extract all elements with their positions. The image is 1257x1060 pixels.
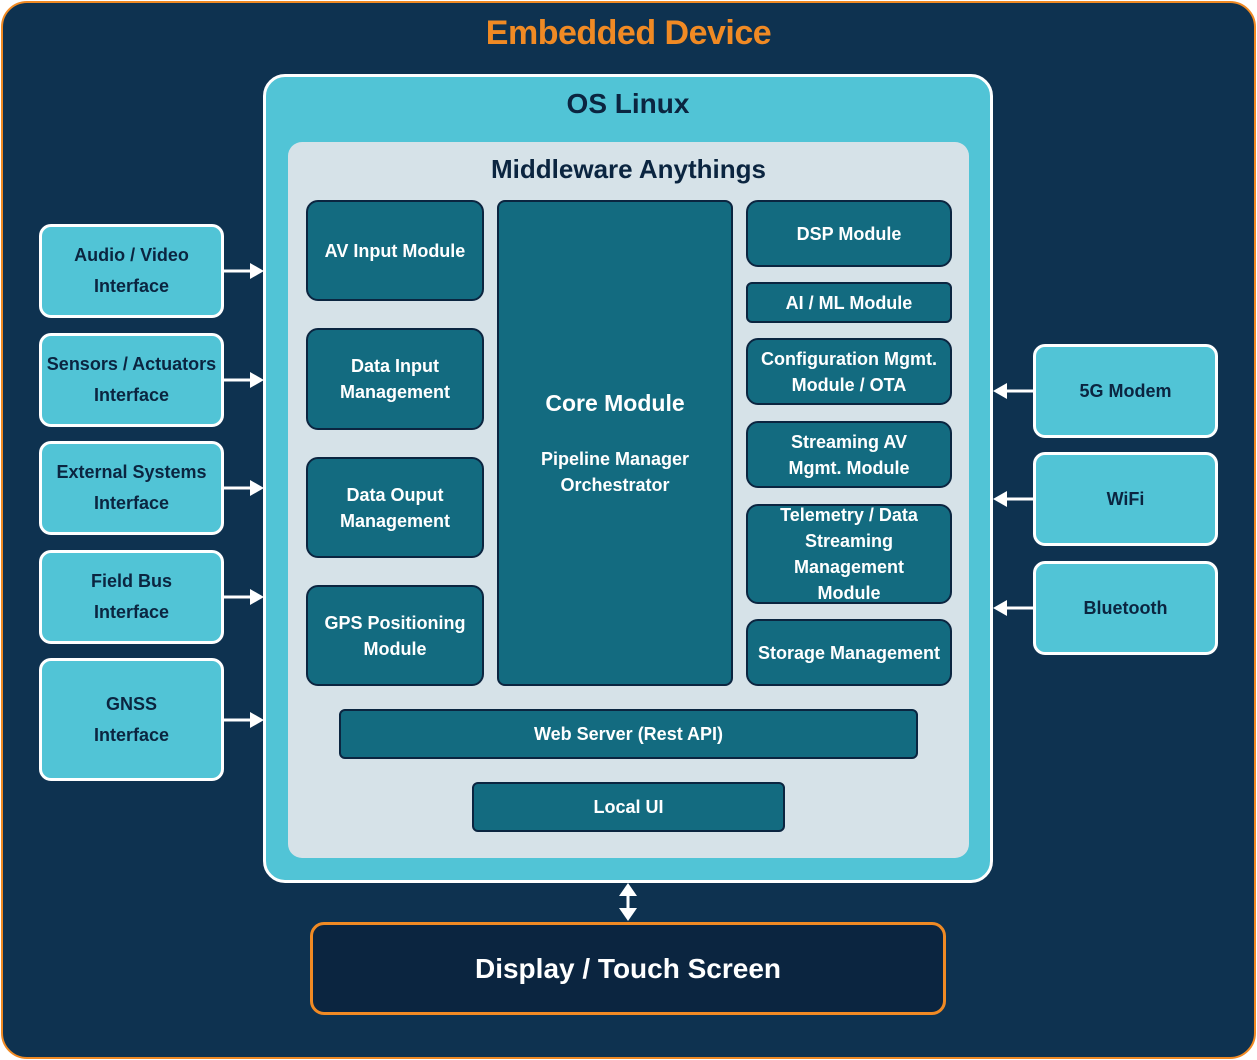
module-av-input: AV Input Module	[306, 200, 484, 301]
module-gps-positioning: GPS Positioning Module	[306, 585, 484, 686]
arrow-gnss	[224, 712, 264, 728]
interface-gnss: GNSS Interface	[39, 658, 224, 781]
arrow-sensors-actuators	[224, 372, 264, 388]
module-dsp: DSP Module	[746, 200, 952, 267]
arrow-wifi	[993, 491, 1033, 507]
arrow-field-bus	[224, 589, 264, 605]
arrow-bluetooth	[993, 600, 1033, 616]
arrow-audio-video	[224, 263, 264, 279]
interface-field-bus: Field Bus Interface	[39, 550, 224, 644]
interface-bluetooth: Bluetooth	[1033, 561, 1218, 655]
middleware-title: Middleware Anythings	[491, 154, 766, 184]
core-module: Core Module Pipeline Manager Orchestrato…	[497, 200, 733, 686]
module-streaming-av: Streaming AV Mgmt. Module	[746, 421, 952, 488]
os-title: OS Linux	[566, 88, 690, 119]
module-telemetry-streaming: Telemetry / Data Streaming Management Mo…	[746, 504, 952, 604]
interface-sensors-actuators: Sensors / Actuators Interface	[39, 333, 224, 427]
module-ai-ml: AI / ML Module	[746, 282, 952, 323]
local-ui: Local UI	[472, 782, 785, 832]
module-storage-management: Storage Management	[746, 619, 952, 686]
device-title: Embedded Device	[485, 14, 772, 52]
core-module-title: Core Module	[545, 390, 685, 416]
interface-external-systems: External Systems Interface	[39, 441, 224, 535]
module-configuration-ota: Configuration Mgmt. Module / OTA	[746, 338, 952, 405]
display-touch-screen: Display / Touch Screen	[310, 922, 946, 1015]
arrow-5g-modem	[993, 383, 1033, 399]
arrow-external-systems	[224, 480, 264, 496]
core-module-subtitle: Pipeline Manager Orchestrator	[540, 449, 690, 495]
module-data-input: Data Input Management	[306, 328, 484, 430]
arrow-os-display-bidirectional	[619, 883, 637, 921]
interface-wifi: WiFi	[1033, 452, 1218, 546]
web-server-rest-api: Web Server (Rest API)	[339, 709, 918, 759]
module-data-output: Data Ouput Management	[306, 457, 484, 558]
interface-5g-modem: 5G Modem	[1033, 344, 1218, 438]
interface-audio-video: Audio / Video Interface	[39, 224, 224, 318]
